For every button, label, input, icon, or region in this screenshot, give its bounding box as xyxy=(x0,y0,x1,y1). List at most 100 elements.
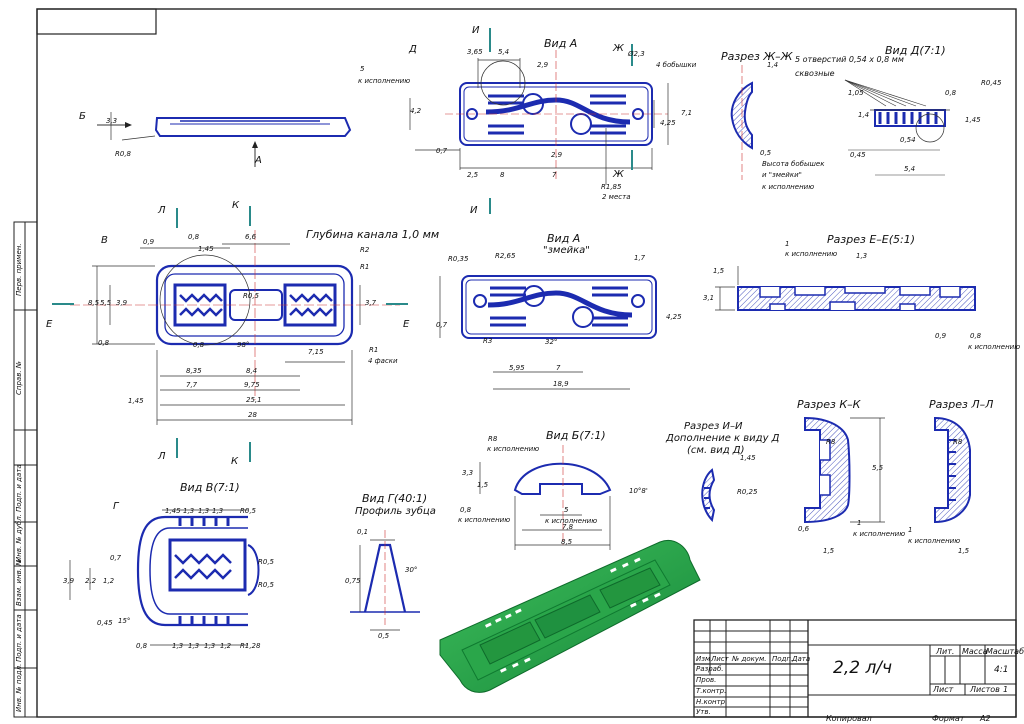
pin-height-2: и "змейки" xyxy=(762,171,802,179)
tb-format-value: А2 xyxy=(980,714,991,723)
tb-format: Формат xyxy=(932,714,965,723)
dim-5-b: 5 xyxy=(564,506,569,514)
view-d-detail xyxy=(844,79,950,176)
view-a-zmeika xyxy=(439,275,657,390)
dim-0-7-a: 0,7 xyxy=(436,147,448,155)
dim-4-25-top: 4,25 xyxy=(660,119,676,127)
dim-1-ee: 1 xyxy=(785,240,790,248)
dim-5-4-d: 5,4 xyxy=(904,165,916,173)
dim-1-05: 1,05 xyxy=(848,89,864,97)
dim-r1-28: R1,28 xyxy=(240,642,261,650)
dim-0-8-mid: 0,8 xyxy=(193,341,205,349)
section-kk xyxy=(804,416,885,524)
letter-l-bottom: Л xyxy=(158,451,166,462)
view-a2-title: Вид А xyxy=(547,232,581,245)
dim-7-15: 7,15 xyxy=(308,348,324,356)
zmeika-label: "змейка" xyxy=(543,245,590,256)
dim-3-1: 3,1 xyxy=(703,294,715,302)
section-ll-title: Разрез Л–Л xyxy=(929,398,994,411)
k-isp-2: к исполнению xyxy=(762,183,815,191)
channel-depth-note: Глубина канала 1,0 мм xyxy=(306,228,440,241)
dim-1-5-ll: 1,5 xyxy=(958,547,970,555)
dim-2-5: 2,5 xyxy=(467,171,479,179)
dim-25-1: 25,1 xyxy=(246,396,262,404)
dim-8-35: 8,35 xyxy=(186,367,202,375)
dim-1-45-v: 1,45 xyxy=(165,507,181,515)
tb-scale-value: 4:1 xyxy=(994,665,1009,675)
dim-0-5-g: 0,5 xyxy=(378,632,390,640)
dim-1-4-zh: 1,4 xyxy=(767,61,779,69)
dim-7-b: 7 xyxy=(556,364,561,372)
stamp-orig-inv: Инв. № подл. xyxy=(15,663,23,712)
dim-2-2: 2,2 xyxy=(85,577,97,585)
k-isp-ee-2: к исполнению xyxy=(968,343,1021,351)
letter-a: А xyxy=(255,155,262,166)
side-view xyxy=(97,112,352,167)
dim-r0-45: R0,45 xyxy=(981,79,1002,87)
holes-note: 5 отверстий 0,54 х 0,8 мм xyxy=(795,55,904,64)
dim-7-a: 7 xyxy=(552,171,557,179)
view-a-top xyxy=(409,28,669,214)
dim-5-a: 5 xyxy=(360,65,365,73)
dim-3-3: 3,3 xyxy=(106,117,118,125)
dim-5-95: 5,95 xyxy=(509,364,525,372)
letter-zh-bottom: Ж xyxy=(613,169,624,180)
dim-0-5-zh: 0,5 xyxy=(760,149,772,157)
dim-8-4: 8,4 xyxy=(246,367,258,375)
dim-1-3-v2: 1,3 xyxy=(198,507,210,515)
dim-0-1: 0,1 xyxy=(357,528,369,536)
dim-28: 28 xyxy=(248,411,257,419)
tooth-profile-title: Профиль зубца xyxy=(355,506,436,517)
dim-r3: R3 xyxy=(483,337,493,345)
dim-1-45-top: 1,45 xyxy=(198,245,214,253)
dim-0-8-top: 0,8 xyxy=(188,233,200,241)
view-g-tooth xyxy=(350,530,420,631)
dim-3-65: 3,65 xyxy=(467,48,483,56)
holes-through-note: сквозные xyxy=(795,69,835,78)
stamp-first-use: Перв. примен. xyxy=(15,243,23,296)
dim-1-45-d: 1,45 xyxy=(965,116,981,124)
dim-7-7: 7,7 xyxy=(186,381,198,389)
section-kk-title: Разрез К–К xyxy=(797,398,861,411)
view-b-title: Вид Б(7:1) xyxy=(546,429,606,442)
dim-0-7-v: 0,7 xyxy=(110,554,122,562)
dim-0-45: 0,45 xyxy=(850,151,866,159)
dim-15: 15° xyxy=(118,617,131,625)
letter-e-right: Е xyxy=(403,319,410,330)
tb-date: Дата xyxy=(792,655,811,663)
four-chamfers-note: 4 фаски xyxy=(368,357,398,365)
section-ee-title: Разрез Е–Е(5:1) xyxy=(827,233,916,246)
dim-8-5: 8,5 xyxy=(88,299,100,307)
k-isp-b-2: к исполнению xyxy=(458,516,511,524)
dim-32: 32° xyxy=(545,338,558,346)
letter-i-top: И xyxy=(472,25,480,36)
letter-g: Г xyxy=(113,501,119,512)
dim-7-8: 7,8 xyxy=(562,523,574,531)
dim-1-3-v3: 1,3 xyxy=(212,507,224,515)
tb-copied: Копировал xyxy=(826,714,872,723)
stamp-dup-inv: Инв. № дубл. xyxy=(15,514,23,562)
tb-tkontr: Т.контр. xyxy=(696,687,727,695)
tb-sheet: Лист xyxy=(933,685,954,694)
tb-prov: Пров. xyxy=(696,676,717,684)
stamp-sign-date-2: Подп. и дата xyxy=(15,614,23,662)
letter-b-cyr: Б xyxy=(79,111,86,122)
view-v-detail xyxy=(69,509,260,646)
section-ii-title: Разрез И–И xyxy=(684,421,743,432)
dim-1-5-ee: 1,5 xyxy=(713,267,725,275)
k-isp-kk: к исполнению xyxy=(853,530,906,538)
letter-k-bottom: К xyxy=(231,456,239,467)
dim-r0-5-v2: R0,5 xyxy=(258,558,274,566)
letter-d: Д xyxy=(409,44,417,55)
dim-0-8-v: 0,8 xyxy=(136,642,148,650)
dim-0-8-b: 0,8 xyxy=(460,506,472,514)
dim-1-kk: 1 xyxy=(857,519,862,527)
stamp-repl-inv: Взам. инв. № xyxy=(15,558,23,606)
iso-render xyxy=(439,540,701,693)
tb-sheets: Листов xyxy=(970,685,1000,694)
tb-doc-no: № докум. xyxy=(732,655,767,663)
dim-6-6: 6,6 xyxy=(245,233,257,241)
letter-i-bottom: И xyxy=(470,205,478,216)
dim-r1-85: R1,85 xyxy=(601,183,622,191)
